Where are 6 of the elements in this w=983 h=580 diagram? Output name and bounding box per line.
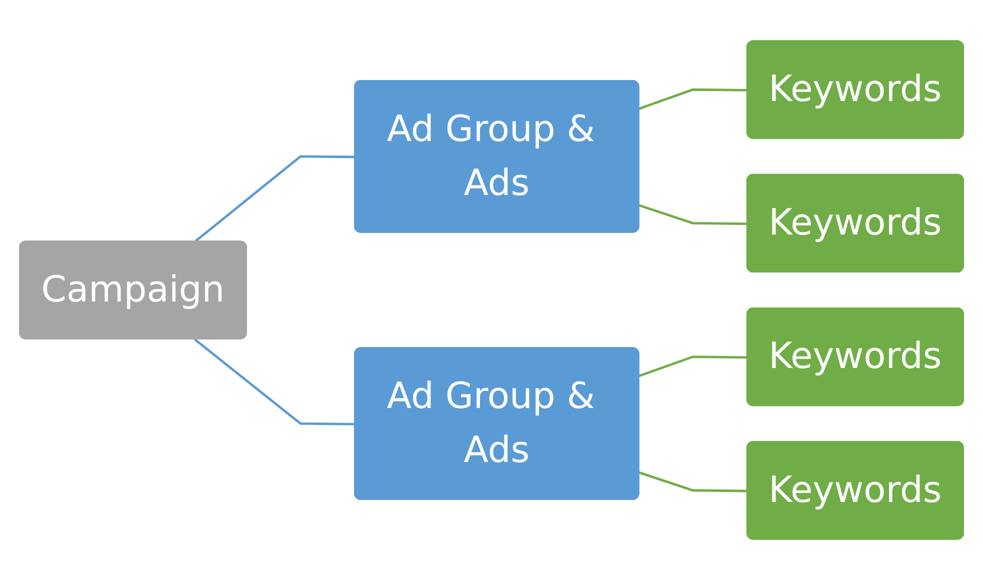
connector: [638, 88, 748, 110]
connector: [194, 338, 356, 426]
connector: [638, 204, 748, 225]
connector: [194, 155, 356, 243]
connector: [638, 471, 748, 492]
connector: [638, 356, 748, 377]
